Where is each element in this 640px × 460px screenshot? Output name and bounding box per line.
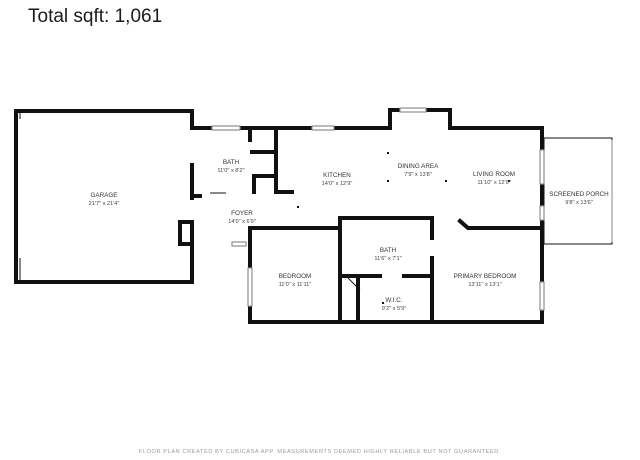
garage-walls: [14, 109, 194, 284]
room-dims-bedroom: 11'0" x 11'11": [279, 282, 312, 288]
fixture-markers: [296, 152, 510, 304]
windows: [211, 107, 545, 311]
room-name-kitchen: KITCHEN: [323, 172, 351, 179]
room-dims-wic: 9'2" x 5'9": [382, 306, 406, 312]
room-name-bath1: BATH: [223, 159, 240, 166]
room-name-bedroom: BEDROOM: [279, 273, 312, 280]
total-sqft-title: Total sqft: 1,061: [28, 6, 163, 27]
room-dims-primary: 13'11" x 13'1": [468, 282, 501, 288]
room-name-bath2: BATH: [380, 247, 397, 254]
room-name-porch: SCREENED PORCH: [549, 191, 609, 198]
room-dims-living: 11'10" x 12'9": [477, 180, 510, 186]
room-dims-porch: 9'8" x 13'6": [565, 200, 593, 206]
kitchen-dining-walls: [388, 108, 544, 278]
room-dims-bath2: 11'6" x 7'1": [374, 256, 401, 262]
room-name-garage: GARAGE: [91, 192, 118, 199]
room-name-wic: W.I.C.: [385, 297, 402, 304]
room-name-primary: PRIMARY BEDROOM: [454, 273, 517, 280]
room-dims-garage: 21'7" x 21'4": [89, 201, 120, 207]
room-dims-kitchen: 14'0" x 12'9": [322, 181, 353, 187]
room-name-foyer: FOYER: [231, 210, 253, 217]
room-dims-bath1: 11'0" x 8'2": [217, 168, 244, 174]
room-name-dining: DINING AREA: [398, 163, 439, 170]
bath1-walls: [190, 126, 392, 198]
floor-plan-credit: FLOOR PLAN CREATED BY CUBICASA APP. MEAS…: [138, 449, 502, 455]
room-name-living: LIVING ROOM: [473, 171, 515, 178]
room-dims-dining: 7'9" x 13'8": [404, 172, 432, 178]
room-labels: GARAGE 21'7" x 21'4" BATH 11'0" x 8'2" K…: [89, 159, 610, 312]
room-dims-foyer: 14'0" x 6'9": [228, 219, 256, 225]
